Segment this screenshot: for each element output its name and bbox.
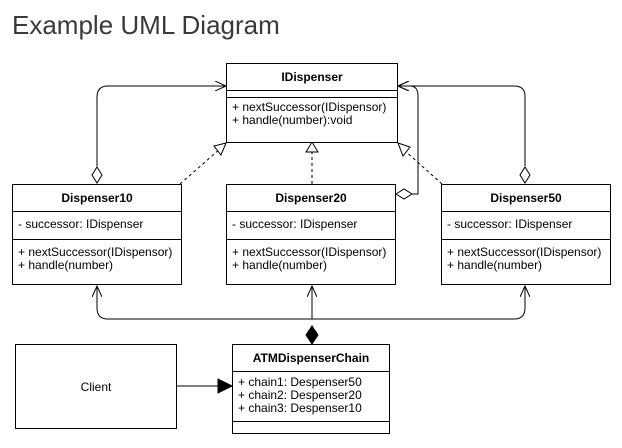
hollow-diamond-icon bbox=[519, 166, 531, 184]
attributes-section: - successor: IDispenser bbox=[227, 212, 395, 240]
methods-section: + nextSuccessor(IDispensor) + handle(num… bbox=[227, 98, 397, 130]
attributes-section: - successor: IDispenser bbox=[13, 212, 181, 240]
method: + handle(number) bbox=[18, 258, 114, 272]
realization-dispenser20-idispenser bbox=[305, 141, 319, 184]
attributes-section bbox=[227, 91, 397, 98]
class-name: Dispenser10 bbox=[13, 185, 181, 212]
class-name: ATMDispenserChain bbox=[233, 345, 389, 372]
method: + handle(number):void bbox=[232, 113, 353, 127]
attributes-section: - successor: IDispenser bbox=[442, 212, 610, 240]
attribute: + chain1: Despenser50 bbox=[238, 375, 362, 389]
hollow-triangle-icon bbox=[213, 142, 227, 156]
hollow-diamond-icon bbox=[395, 188, 413, 200]
attribute: - successor: IDispenser bbox=[232, 217, 358, 231]
methods-section: + nextSuccessor(IDispensor) + handle(num… bbox=[227, 240, 395, 275]
aggregation-dispenser50-idispenser bbox=[398, 86, 531, 184]
hollow-diamond-icon bbox=[91, 166, 103, 184]
attributes-section: + chain1: Despenser50 + chain2: Despense… bbox=[233, 372, 389, 422]
realization-dispenser50-idispenser bbox=[397, 142, 443, 185]
aggregation-dispenser10-idispenser bbox=[91, 86, 226, 184]
method: + nextSuccessor(IDispensor) bbox=[232, 245, 387, 259]
attribute: - successor: IDispenser bbox=[447, 217, 573, 231]
hollow-triangle-icon bbox=[397, 142, 411, 158]
methods-section bbox=[233, 422, 389, 428]
class-name: IDispenser bbox=[227, 64, 397, 91]
class-client[interactable]: Client bbox=[15, 344, 177, 429]
class-atmdispenserchain[interactable]: ATMDispenserChain + chain1: Despenser50 … bbox=[232, 344, 390, 434]
methods-section: + nextSuccessor(IDispensor) + handle(num… bbox=[13, 240, 181, 275]
composition-atm-dispensers bbox=[97, 286, 525, 345]
class-dispenser10[interactable]: Dispenser10 - successor: IDispenser + ne… bbox=[12, 184, 182, 285]
attribute: + chain3: Despenser10 bbox=[238, 401, 362, 415]
method: + nextSuccessor(IDispensor) bbox=[232, 100, 387, 114]
attribute: - successor: IDispenser bbox=[18, 217, 144, 231]
filled-diamond-icon bbox=[305, 325, 319, 345]
realization-dispenser10-idispenser bbox=[179, 142, 227, 185]
method: + nextSuccessor(IDispensor) bbox=[447, 245, 602, 259]
hollow-triangle-icon bbox=[305, 141, 319, 153]
class-name: Dispenser20 bbox=[227, 185, 395, 212]
methods-section: + nextSuccessor(IDispensor) + handle(num… bbox=[442, 240, 610, 275]
class-name: Client bbox=[80, 379, 112, 394]
attribute: + chain2: Despenser20 bbox=[238, 388, 362, 402]
class-dispenser20[interactable]: Dispenser20 - successor: IDispenser + ne… bbox=[226, 184, 396, 285]
class-dispenser50[interactable]: Dispenser50 - successor: IDispenser + ne… bbox=[441, 184, 611, 285]
class-name: Dispenser50 bbox=[442, 185, 610, 212]
method: + nextSuccessor(IDispensor) bbox=[18, 245, 173, 259]
method: + handle(number) bbox=[447, 258, 543, 272]
class-idispenser[interactable]: IDispenser + nextSuccessor(IDispensor) +… bbox=[226, 63, 398, 143]
association-client-atm bbox=[177, 378, 234, 394]
method: + handle(number) bbox=[232, 258, 328, 272]
diagram-title: Example UML Diagram bbox=[12, 10, 280, 40]
aggregation-dispenser20-idispenser bbox=[395, 86, 419, 200]
filled-arrow-icon bbox=[217, 378, 234, 394]
